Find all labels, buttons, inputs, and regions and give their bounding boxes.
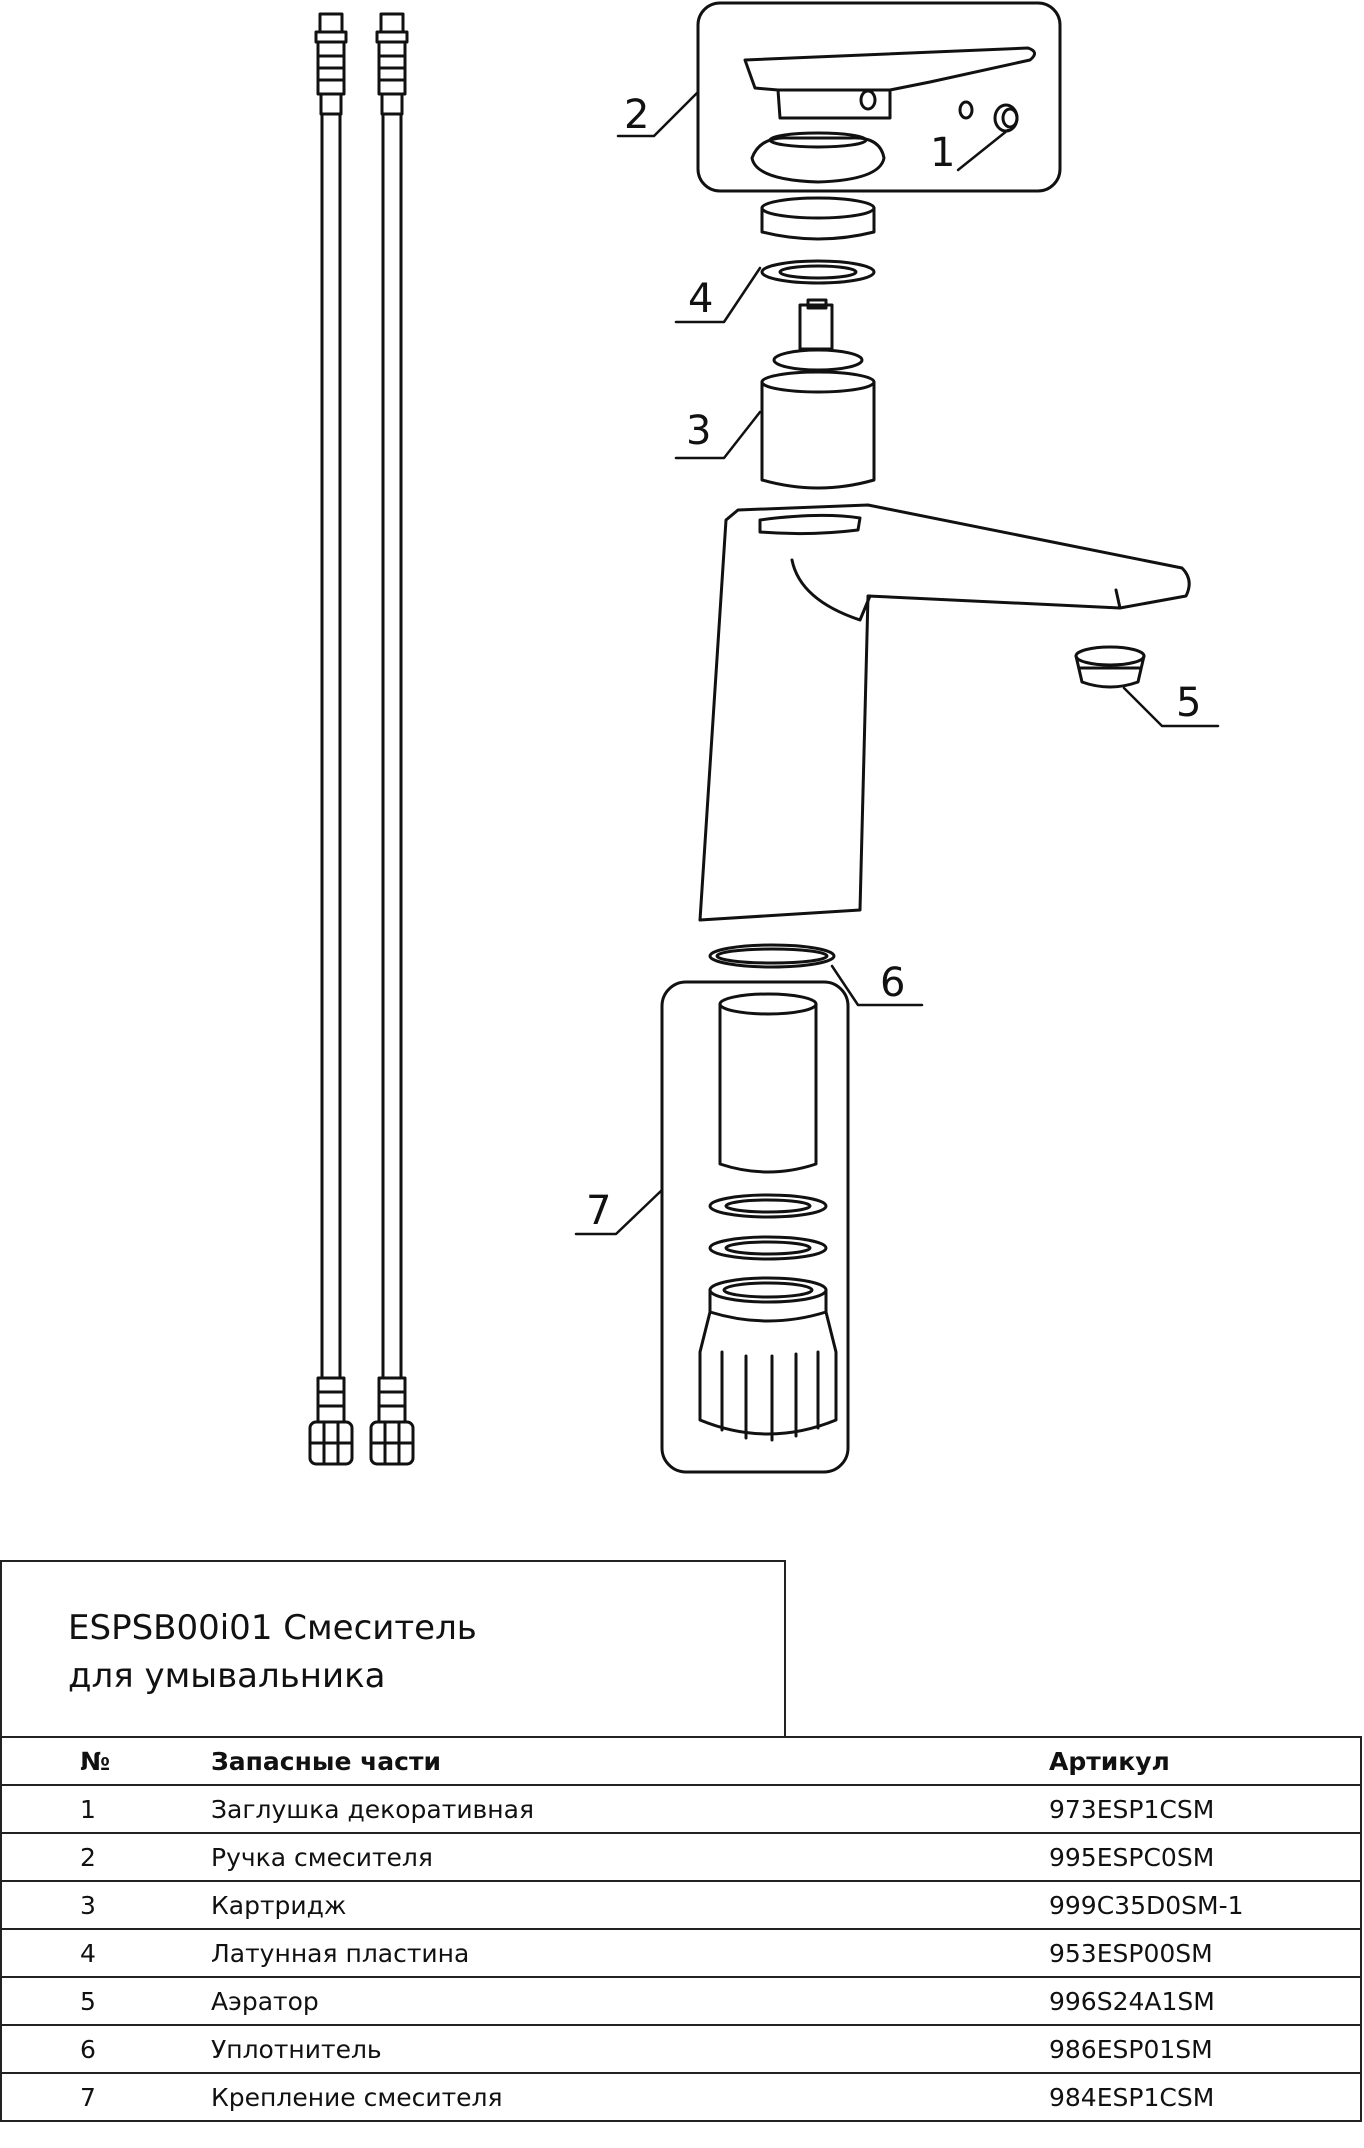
title-line-2: для умывальника xyxy=(68,1656,386,1696)
row-number: 7 xyxy=(1,2072,211,2122)
table-row: 4 Латунная пластина 953ESP00SM xyxy=(1,1928,1361,1978)
seal-ring xyxy=(708,943,836,969)
callout-leaders xyxy=(574,90,1220,1236)
product-title: ESPSB00i01 Смеситель для умывальника xyxy=(68,1604,477,1700)
table-row: 6 Уплотнитель 986ESP01SM xyxy=(1,2024,1361,2074)
mixer-handle xyxy=(743,46,1036,184)
flexible-hoses xyxy=(308,12,415,1466)
callout-4: 4 xyxy=(688,276,713,322)
row-article: 984ESP1CSM xyxy=(1049,2072,1361,2122)
callout-3: 3 xyxy=(686,408,711,454)
row-article: 953ESP00SM xyxy=(1049,1928,1361,1978)
row-part-name: Крепление смесителя xyxy=(211,2072,1049,2122)
row-article: 973ESP1CSM xyxy=(1049,1784,1361,1834)
handle-group-box xyxy=(696,1,1062,193)
cartridge xyxy=(760,298,876,490)
row-number: 5 xyxy=(1,1976,211,2026)
callout-7: 7 xyxy=(586,1188,611,1234)
row-part-name: Ручка смесителя xyxy=(211,1832,1049,1882)
table-header-row: № Запасные части Артикул xyxy=(1,1736,1361,1786)
exploded-view-diagram: 1 2 3 4 5 6 7 xyxy=(308,1,1220,1474)
row-article: 999C35D0SM-1 xyxy=(1049,1880,1361,1930)
callout-6: 6 xyxy=(880,960,905,1006)
header-number: № xyxy=(1,1736,211,1786)
table-row: 3 Картридж 999C35D0SM-1 xyxy=(1,1880,1361,1930)
row-part-name: Аэратор xyxy=(211,1976,1049,2026)
mounting-kit xyxy=(698,992,838,1442)
row-part-name: Картридж xyxy=(211,1880,1049,1930)
row-number: 1 xyxy=(1,1784,211,1834)
callout-2: 2 xyxy=(624,92,649,138)
row-number: 6 xyxy=(1,2024,211,2074)
brass-ring xyxy=(760,196,876,285)
row-part-name: Латунная пластина xyxy=(211,1928,1049,1978)
row-number: 2 xyxy=(1,1832,211,1882)
aerator xyxy=(1074,645,1146,689)
spare-parts-table: № Запасные части Артикул 1 Заглушка деко… xyxy=(0,1736,1362,2122)
decorative-cap xyxy=(958,100,1019,133)
mounting-group-box xyxy=(660,980,850,1474)
title-line-1: ESPSB00i01 Смеситель xyxy=(68,1608,477,1648)
callout-5: 5 xyxy=(1176,680,1201,726)
faucet-body xyxy=(698,503,1191,922)
row-number: 3 xyxy=(1,1880,211,1930)
row-part-name: Заглушка декоративная xyxy=(211,1784,1049,1834)
title-box: ESPSB00i01 Смеситель для умывальника xyxy=(0,1560,786,1736)
row-article: 995ESPC0SM xyxy=(1049,1832,1361,1882)
header-article: Артикул xyxy=(1049,1736,1361,1786)
callout-1: 1 xyxy=(930,130,955,176)
row-article: 986ESP01SM xyxy=(1049,2024,1361,2074)
row-part-name: Уплотнитель xyxy=(211,2024,1049,2074)
table-row: 7 Крепление смесителя 984ESP1CSM xyxy=(1,2072,1361,2122)
table-row: 1 Заглушка декоративная 973ESP1CSM xyxy=(1,1784,1361,1834)
row-number: 4 xyxy=(1,1928,211,1978)
row-article: 996S24A1SM xyxy=(1049,1976,1361,2026)
table-row: 5 Аэратор 996S24A1SM xyxy=(1,1976,1361,2026)
header-part-name: Запасные части xyxy=(211,1736,1049,1786)
table-row: 2 Ручка смесителя 995ESPC0SM xyxy=(1,1832,1361,1882)
